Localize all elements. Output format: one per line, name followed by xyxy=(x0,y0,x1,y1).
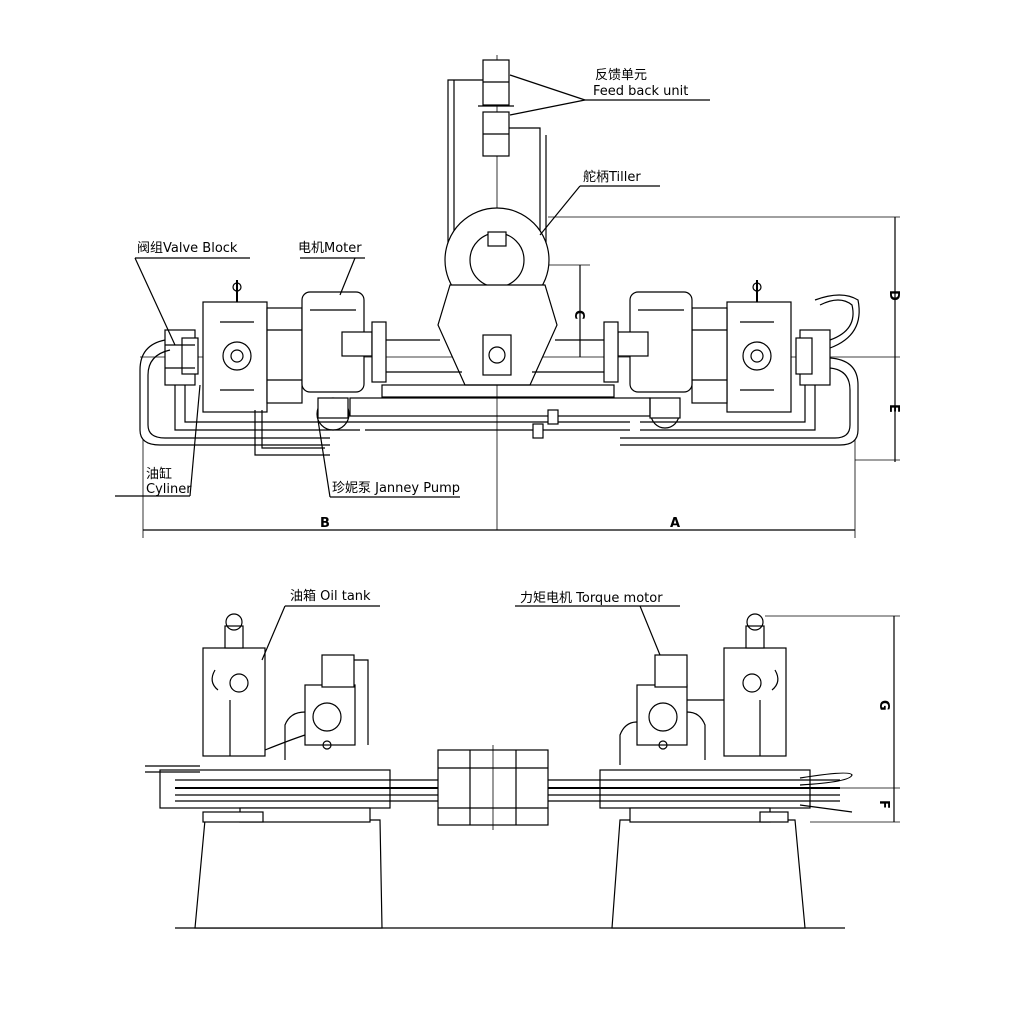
right-pedestal xyxy=(611,819,806,929)
right-oil-tank xyxy=(723,613,787,757)
motor-label: 电机Moter xyxy=(298,241,362,256)
cylinder-label-cn: 油缸 xyxy=(146,466,172,482)
pump-label: 珍妮泵 Janney Pump xyxy=(332,481,460,496)
left-pedestal xyxy=(194,819,383,929)
left-oil-tank xyxy=(202,613,266,757)
right-pump-group xyxy=(619,654,724,765)
dimension-g: G xyxy=(876,700,891,711)
feedback-unit-label-cn: 反馈单元 xyxy=(595,68,647,83)
tiller xyxy=(437,207,590,386)
cylinder-label-en: Cyliner xyxy=(146,482,192,497)
ram-rods xyxy=(349,339,651,417)
plan-dimensions xyxy=(142,216,900,538)
elevation-view: 油箱 Oil tank 力矩电机 Torque motor G F xyxy=(145,588,900,929)
dimension-d: D xyxy=(886,290,901,301)
dimension-f: F xyxy=(876,800,891,809)
leader-lines xyxy=(115,74,710,498)
dimension-a: A xyxy=(670,516,680,531)
plan-view: 反馈单元 Feed back unit 舵柄Tiller 阀组Valve Blo… xyxy=(115,55,901,538)
left-pump-group xyxy=(264,654,369,760)
feedback-unit-label-en: Feed back unit xyxy=(593,84,688,99)
valve-block-label: 阀组Valve Block xyxy=(137,241,238,256)
oil-tank-label: 油箱 Oil tank xyxy=(290,588,371,604)
torque-motor-label: 力矩电机 Torque motor xyxy=(520,591,663,606)
left-cylinder-assembly xyxy=(164,280,387,431)
piping xyxy=(139,339,859,456)
dimension-c: C xyxy=(571,310,586,320)
dimension-e: E xyxy=(886,404,901,413)
right-cylinder-assembly xyxy=(603,280,860,429)
dimension-b: B xyxy=(320,516,330,531)
tiller-label: 舵柄Tiller xyxy=(583,170,641,185)
